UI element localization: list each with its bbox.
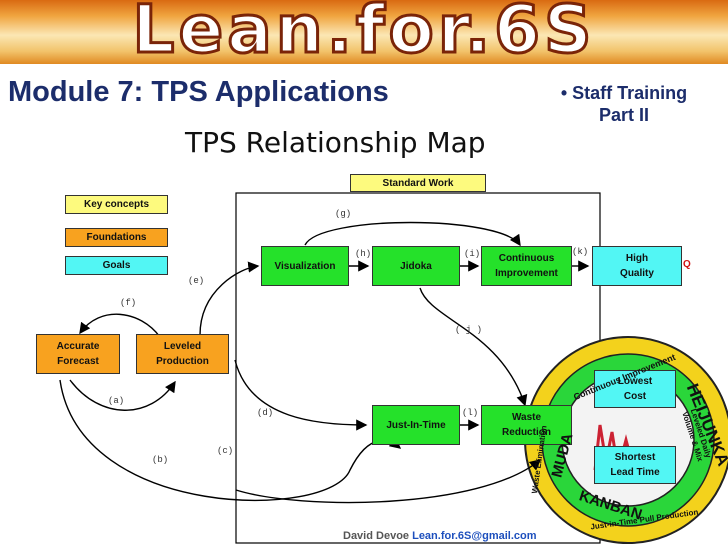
node-visualization: Visualization <box>261 246 349 286</box>
edge-label-g: (g) <box>335 209 351 219</box>
footer-author: David Devoe <box>343 530 409 542</box>
footer-credit: David Devoe Lean.for.6S@gmail.com <box>343 530 537 542</box>
node-standard-work: Standard Work <box>350 174 486 192</box>
edge-label-j: ( j ) <box>455 325 482 335</box>
edge-d <box>235 360 366 425</box>
edge-c <box>236 460 540 502</box>
node-just-in-time: Just-In-Time <box>372 405 460 445</box>
legend-key-concepts: Key concepts <box>65 195 168 214</box>
quality-marker: Q <box>683 259 691 270</box>
legend-foundations: Foundations <box>65 228 168 247</box>
edge-g <box>305 223 520 246</box>
edge-label-c: (c) <box>217 446 233 456</box>
edge-label-i: (i) <box>464 249 480 259</box>
edge-label-b: (b) <box>152 455 168 465</box>
edge-label-a: (a) <box>108 396 124 406</box>
edge-label-f: (f) <box>120 298 136 308</box>
edge-e <box>200 266 258 335</box>
edge-label-l: (l) <box>462 408 478 418</box>
legend-goals: Goals <box>65 256 168 275</box>
edge-j <box>420 288 525 405</box>
edge-label-h: (h) <box>355 249 371 259</box>
node-jidoka: Jidoka <box>372 246 460 286</box>
edge-label-k: (k) <box>572 247 588 257</box>
edge-label-e: (e) <box>188 276 204 286</box>
edge-label-d: (d) <box>257 408 273 418</box>
footer-email[interactable]: Lean.for.6S@gmail.com <box>412 530 536 542</box>
